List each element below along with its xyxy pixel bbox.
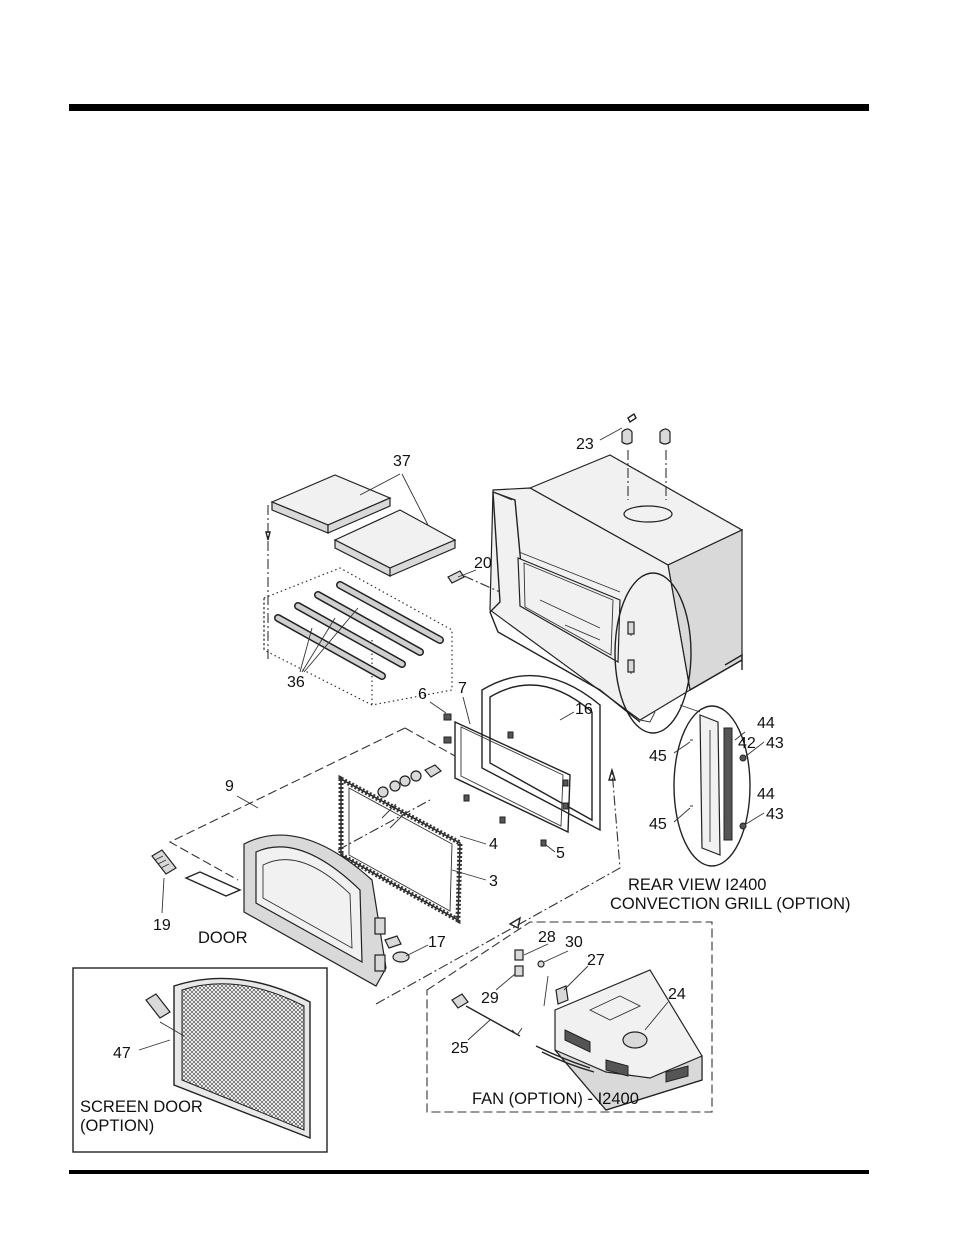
callout-27: 27 — [587, 952, 605, 969]
callout-16: 16 — [575, 701, 593, 718]
callout-4: 4 — [489, 836, 498, 853]
screen-door-caption-2: (OPTION) — [80, 1117, 154, 1135]
rear-view-caption-2: CONVECTION GRILL (OPTION) — [610, 895, 851, 913]
callout-30: 30 — [565, 934, 583, 951]
flue-opening — [624, 506, 672, 522]
callout-25: 25 — [451, 1040, 469, 1057]
door-label: DOOR — [198, 929, 248, 947]
callout-36: 36 — [287, 674, 305, 691]
door-assembly — [244, 835, 386, 986]
part-6-clips — [444, 714, 451, 743]
part-16-door-gasket — [482, 676, 600, 830]
callout-43-upper: 43 — [766, 735, 784, 752]
callout-37: 37 — [393, 453, 411, 470]
callout-44-upper: 44 — [757, 715, 775, 732]
firebox-body — [490, 455, 742, 722]
callout-19: 19 — [153, 917, 171, 934]
part-17-latch — [385, 936, 409, 962]
callout-5: 5 — [556, 845, 565, 862]
callout-28: 28 — [538, 929, 556, 946]
callout-6: 6 — [418, 686, 427, 703]
callout-44-lower: 44 — [757, 786, 775, 803]
assembly-line — [376, 770, 620, 1004]
callout-3: 3 — [489, 873, 498, 890]
callout-29: 29 — [481, 990, 499, 1007]
callout-45-lower: 45 — [649, 816, 667, 833]
rear-view-caption-1: REAR VIEW I2400 — [628, 876, 766, 894]
callout-23: 23 — [576, 436, 594, 453]
callout-20: 20 — [474, 555, 492, 572]
screen-door-caption-1: SCREEN DOOR — [80, 1098, 203, 1116]
callout-42: 42 — [738, 735, 756, 752]
part-37-baffle-boards — [272, 475, 455, 576]
callout-47: 47 — [113, 1045, 131, 1062]
callout-17: 17 — [428, 934, 446, 951]
hinge-washers — [378, 765, 441, 797]
rear-view-detail — [674, 706, 750, 866]
callout-9: 9 — [225, 778, 234, 795]
callout-24: 24 — [668, 986, 686, 1003]
fan-caption: FAN (OPTION) - I2400 — [472, 1090, 639, 1108]
callout-43-lower: 43 — [766, 806, 784, 823]
callout-7: 7 — [458, 680, 467, 697]
callout-45-upper: 45 — [649, 748, 667, 765]
